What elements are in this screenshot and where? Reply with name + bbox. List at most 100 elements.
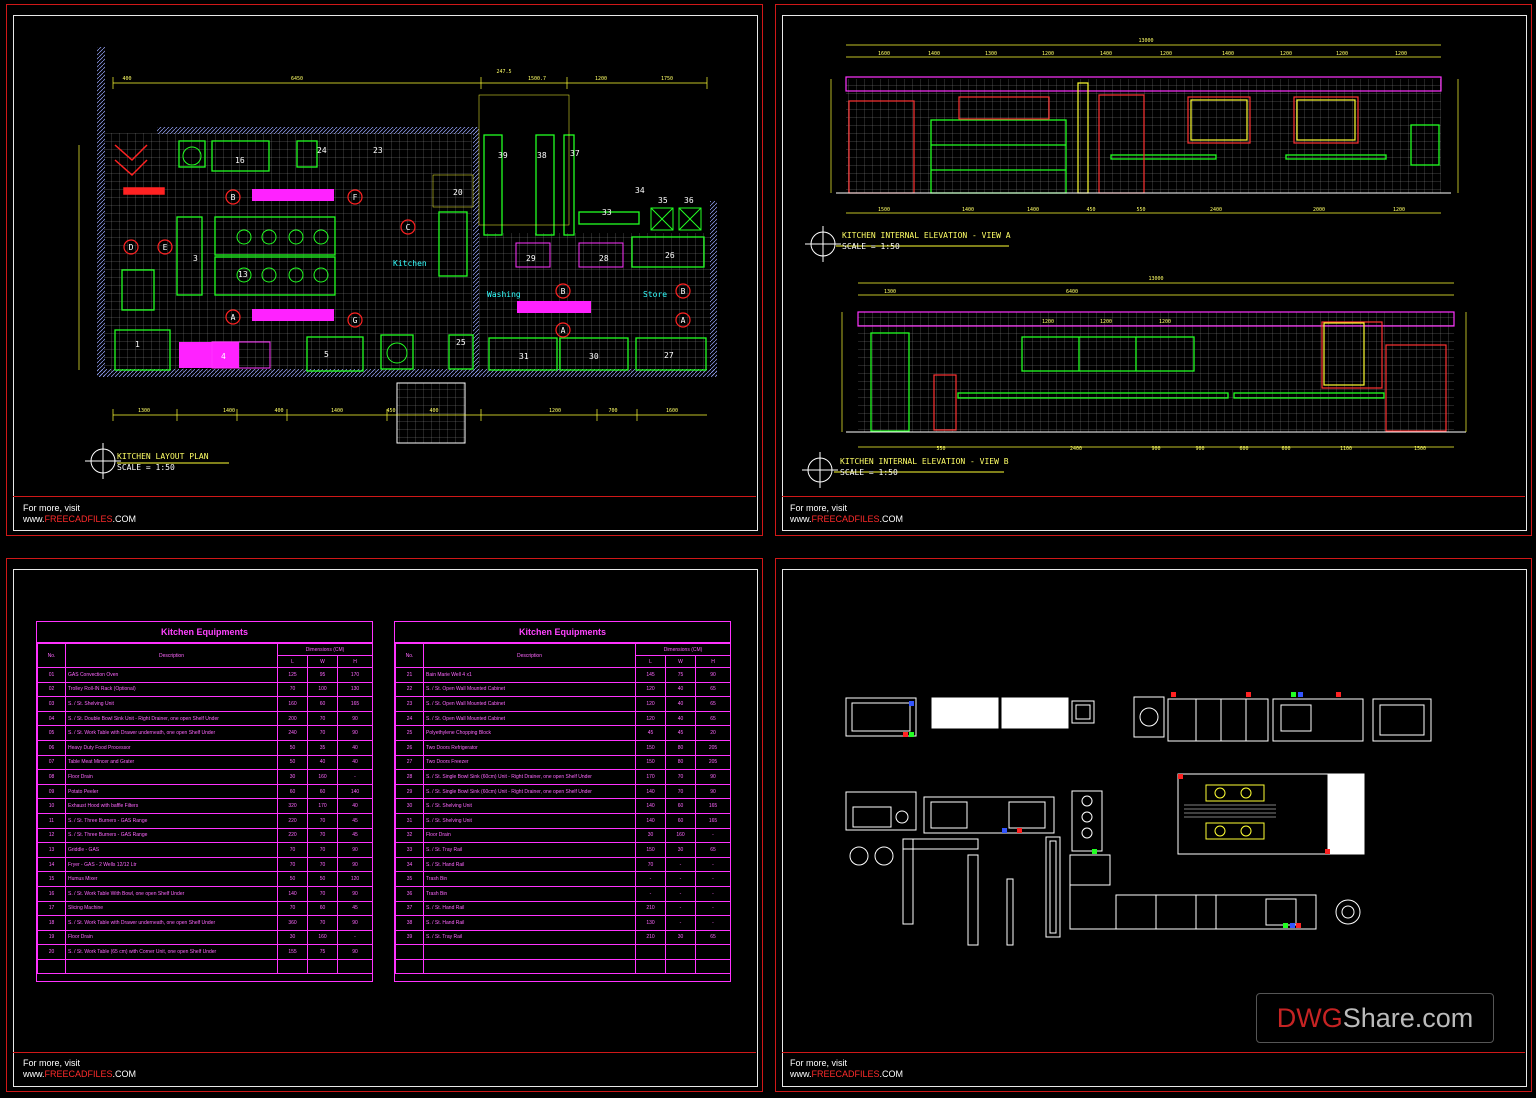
dim-text: 1200	[1395, 51, 1407, 57]
cell-description	[65, 958, 278, 975]
cell-description: S. / St. Shelving Unit	[423, 812, 636, 829]
cell-length: 240	[277, 725, 308, 741]
footer-link[interactable]: www.FREECADFILES.COM	[790, 514, 903, 525]
cell-no: 17	[37, 900, 66, 917]
cell-height: 90	[694, 667, 732, 683]
col-header-no: No.	[37, 643, 66, 668]
equipment-table-left: Kitchen Equipments No. Description Dimen…	[36, 621, 374, 982]
main-kitchen-floor	[104, 133, 472, 373]
sheet-footer: For more, visit www.FREECADFILES.COM	[23, 1058, 136, 1080]
cell-width	[665, 958, 696, 975]
footer-line: For more, visit	[23, 1058, 81, 1068]
dim-text: 1750	[661, 76, 673, 82]
cell-height: -	[694, 827, 732, 844]
cell-no: 21	[395, 667, 424, 683]
dim-text: 13000	[1138, 38, 1153, 44]
dim-text: 1200	[1393, 207, 1405, 213]
cell-height: 170	[336, 667, 374, 683]
col-header-description: Description	[65, 643, 278, 668]
cell-no: 01	[37, 667, 66, 683]
cell-description: S. / St. Work Table with Drawer undernea…	[65, 915, 278, 931]
footer-brand: FREECADFILES	[811, 1069, 880, 1079]
section-marker: C	[406, 223, 411, 232]
cell-no: 15	[37, 871, 66, 887]
cell-height: 130	[336, 681, 374, 698]
room-label-kitchen: Kitchen	[393, 259, 427, 268]
section-marker: B	[561, 287, 566, 296]
dim-text: 2400	[1070, 446, 1082, 452]
cell-height: 205	[694, 739, 732, 756]
cell-width	[665, 944, 696, 960]
cell-height: 90	[336, 915, 374, 931]
cell-width: 30	[665, 842, 696, 858]
cell-description: S. / St. Tray Rail	[423, 929, 636, 946]
cell-height: 205	[694, 754, 732, 771]
dim-text: 1200	[595, 76, 607, 82]
cell-width: 40	[665, 710, 696, 727]
footer-brand: FREECADFILES	[811, 514, 880, 524]
equip-num: 28	[599, 254, 609, 263]
cell-width: -	[665, 871, 696, 887]
section-marker: A	[231, 313, 236, 322]
kitchen-layout-plan-drawing: 1 3 4 5 13 16 20 23 24 25 26 27 28 29 30…	[78, 47, 717, 479]
elevation-b-tiles	[858, 312, 1454, 432]
dim-text: 450	[386, 408, 395, 414]
equip-num: 39	[498, 151, 508, 160]
dim-text: 1500.7	[528, 76, 546, 82]
drawing-scale: SCALE = 1:50	[840, 468, 898, 477]
cell-length: 320	[277, 798, 308, 814]
cell-description: Humus Mixer	[65, 871, 278, 887]
cell-width: 30	[665, 929, 696, 946]
cell-description: Exhaust Hood with baffle Filters	[65, 798, 278, 814]
equip-num: 36	[684, 196, 694, 205]
dim-text: 1200	[1280, 51, 1292, 57]
section-marker: A	[561, 326, 566, 335]
footer-link[interactable]: www.FREECADFILES.COM	[23, 514, 136, 525]
cell-no: 07	[37, 754, 66, 771]
cell-height: 120	[336, 871, 374, 887]
footer-link[interactable]: www.FREECADFILES.COM	[23, 1069, 136, 1080]
cell-length: 30	[635, 827, 666, 844]
cell-description: S. / St. Work Table with Drawer undernea…	[65, 725, 278, 741]
cell-length: 70	[277, 900, 308, 917]
cell-no: 02	[37, 681, 66, 698]
footer-link[interactable]: www.FREECADFILES.COM	[790, 1069, 903, 1080]
dim-text: 1400	[1027, 207, 1039, 213]
cell-no: 37	[395, 900, 424, 917]
equip-num: 25	[456, 338, 466, 347]
cell-length: -	[635, 871, 666, 887]
footer-prefix: www.	[23, 514, 45, 524]
dim-text: 1200	[1100, 319, 1112, 325]
cell-description: S. / St. Hand Rail	[423, 856, 636, 873]
cell-length: 30	[277, 929, 308, 946]
cell-no: 14	[37, 856, 66, 873]
footer-prefix: www.	[23, 1069, 45, 1079]
cell-width: 80	[665, 754, 696, 771]
cell-description: S. / St. Tray Rail	[423, 842, 636, 858]
col-header-w: W	[665, 655, 696, 668]
footer-brand: FREECADFILES	[44, 514, 113, 524]
cell-width: 100	[307, 681, 338, 698]
cell-no: 11	[37, 812, 66, 829]
cell-description: Two Doors Refrigerator	[423, 739, 636, 756]
dim-text: 900	[1151, 446, 1160, 452]
cell-length: 140	[635, 798, 666, 814]
cell-length: 50	[277, 754, 308, 771]
section-marker: E	[163, 243, 168, 252]
cell-description: S. / St. Single Bowl Sink (60cm) Unit - …	[423, 783, 636, 800]
cell-no: 35	[395, 871, 424, 887]
cell-no: 34	[395, 856, 424, 873]
cell-no: 24	[395, 710, 424, 727]
cell-description: Polyethylene Chopping Block	[423, 725, 636, 741]
cell-no: 05	[37, 725, 66, 741]
